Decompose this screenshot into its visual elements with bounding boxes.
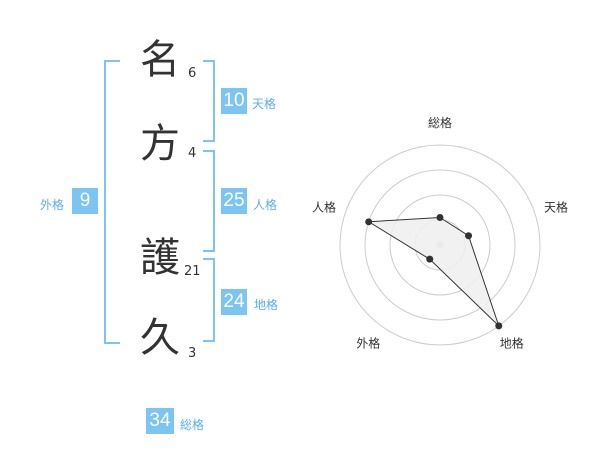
radar-axis-label-1: 天格: [544, 199, 568, 214]
radar-point-3: [426, 255, 434, 263]
name-char-2: 方: [140, 121, 180, 167]
chikaku-bracket: [203, 258, 215, 342]
radar-ring-2: [389, 194, 491, 296]
radar-axis-label-4: 人格: [312, 199, 336, 214]
gaikaku-label: 外格: [40, 198, 65, 212]
chikaku-label: 地格: [254, 298, 279, 312]
radar-ring-4: [339, 144, 541, 346]
jinkaku-label: 人格: [253, 198, 278, 212]
radar-point-0: [436, 214, 444, 221]
radar-area: [367, 216, 500, 327]
jinkaku-bracket: [203, 150, 215, 252]
radar-point-2: [495, 322, 503, 330]
gaikaku-value: 9: [72, 188, 98, 214]
radar-points: [365, 214, 503, 330]
strokes-char-3: 21: [184, 264, 201, 279]
radar-point-1: [465, 232, 473, 240]
soukaku-label: 総格: [180, 418, 205, 432]
radar-axis-label-0: 総格: [428, 115, 452, 130]
name-char-1: 名: [140, 37, 180, 83]
gaikaku-bracket: [104, 60, 120, 344]
strokes-char-1: 6: [188, 66, 197, 81]
radar-ring-3: [364, 169, 516, 321]
tenkaku-label: 天格: [252, 97, 277, 111]
name-char-4: 久: [140, 315, 180, 361]
chikaku-value: 24: [221, 289, 247, 315]
radar-point-4: [365, 218, 373, 226]
strokes-char-2: 4: [188, 146, 197, 161]
radar-axis-label-3: 外格: [356, 336, 380, 351]
tenkaku-bracket: [203, 60, 215, 142]
jinkaku-value: 25: [221, 188, 247, 214]
tenkaku-value: 10: [221, 88, 247, 114]
name-char-3: 護: [140, 235, 180, 281]
radar-axis-label-2: 地格: [500, 336, 524, 351]
soukaku-value: 34: [146, 408, 174, 434]
strokes-char-4: 3: [188, 346, 197, 361]
